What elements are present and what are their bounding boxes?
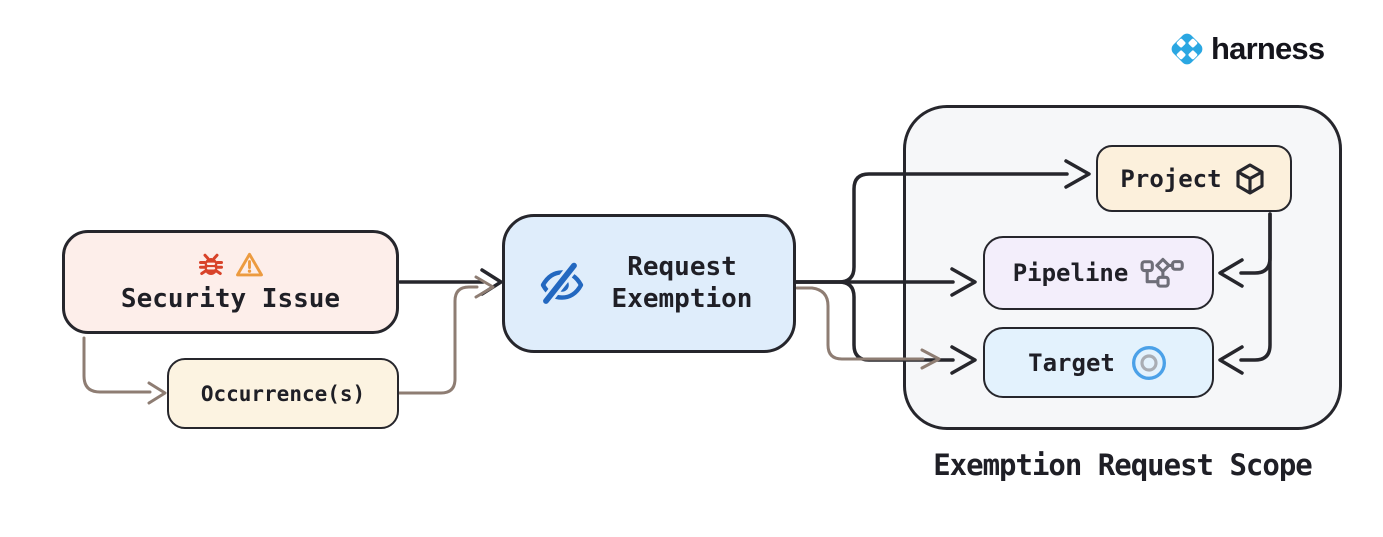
harness-wordmark: harness [1211,31,1325,66]
node-pipeline: Pipeline [983,236,1214,310]
arrowhead [147,381,167,405]
arrowhead [950,345,977,375]
bug-icon [199,253,223,275]
edge-request-to-target-occurrence [795,286,925,361]
eye-off-icon [540,259,584,307]
node-security-issue: Security Issue [62,230,399,334]
arrowhead [1218,345,1244,375]
package-icon [1236,162,1264,195]
edge-project-to-pipeline [1239,212,1272,275]
node-request-exemption: Request Exemption [502,214,796,353]
warning-icon [236,252,263,277]
edge-request-to-target [794,280,955,362]
occurrences-label: Occurrence(s) [200,381,366,406]
target-label: Target [1028,348,1115,377]
node-occurrences: Occurrence(s) [167,358,399,429]
arrowhead [920,348,941,370]
request-exemption-label: Request Exemption [611,252,753,314]
harness-logo: harness [1167,29,1325,69]
node-project: Project [1096,145,1292,212]
arrowhead [950,267,977,297]
edge-occurrences-to-request [397,285,479,395]
security-issue-label: Security Issue [120,284,341,314]
harness-diamond-icon [1171,33,1203,65]
security-issue-icons [196,250,265,280]
arrowhead [1064,159,1091,189]
pipeline-label: Pipeline [1012,259,1129,287]
arrowhead [1218,258,1244,288]
edge-security-to-occurrences [82,336,152,394]
scope-title: Exemption Request Scope [933,448,1313,482]
node-target: Target [983,327,1214,398]
target-icon [1131,345,1166,380]
workflow-icon [1140,257,1185,288]
arrowhead [474,275,495,299]
edge-project-to-target [1239,212,1272,362]
project-label: Project [1120,164,1222,193]
